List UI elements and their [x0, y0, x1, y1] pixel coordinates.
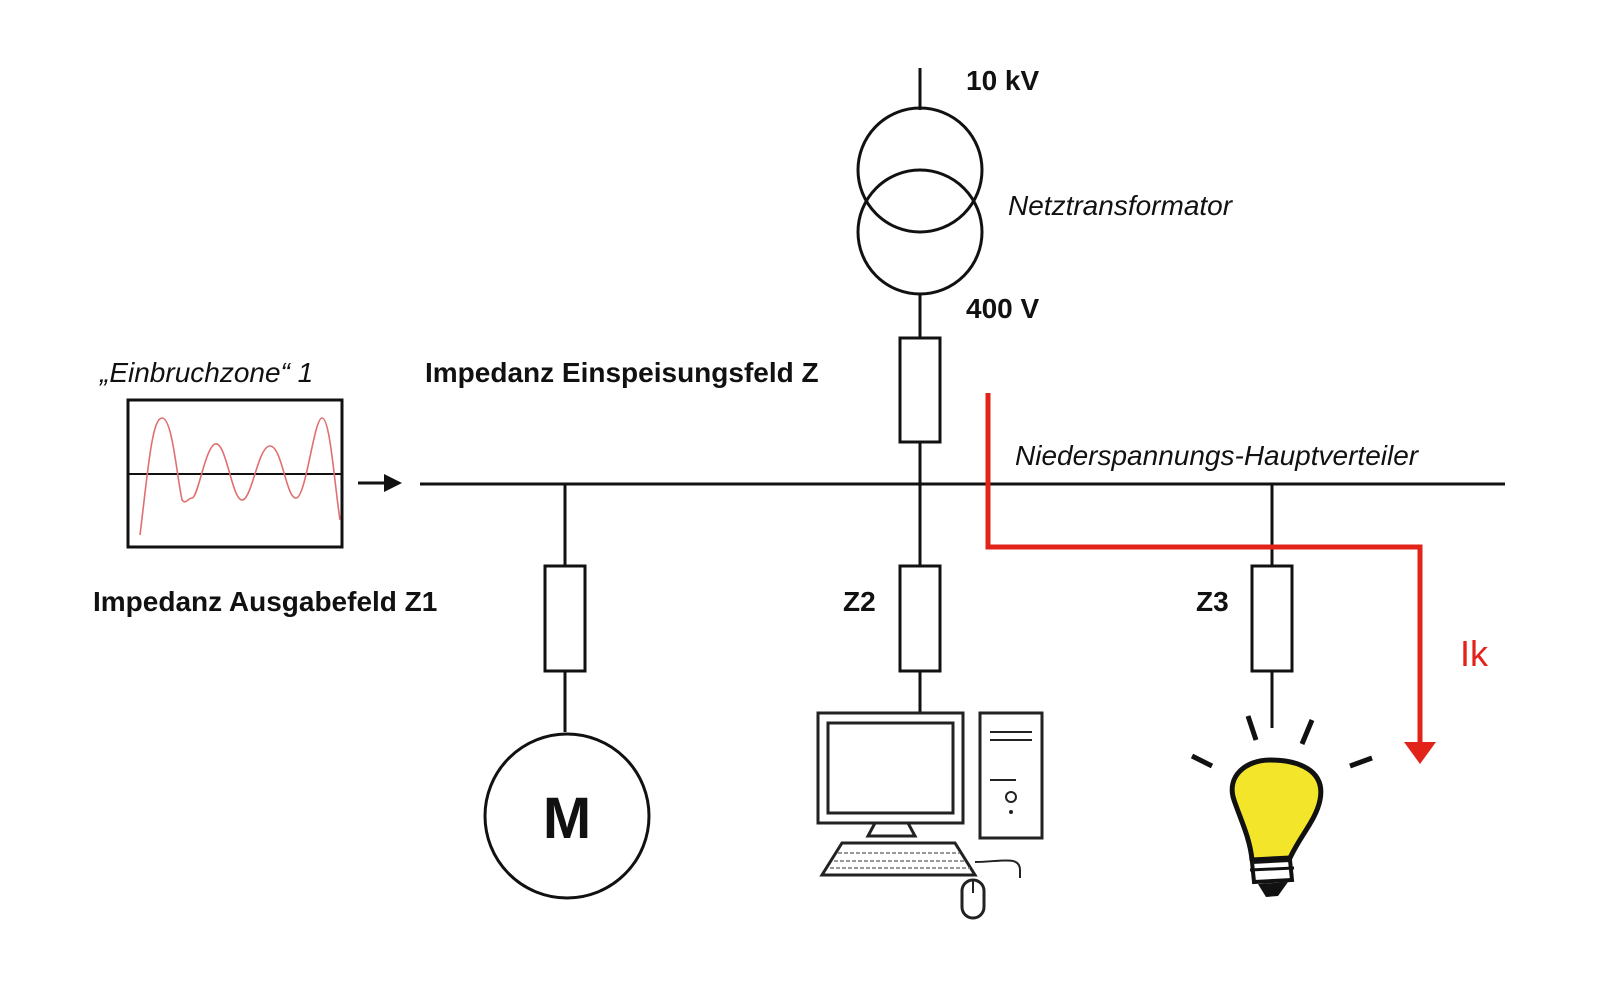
- motor-label: M: [543, 786, 591, 851]
- feed-impedance-box: [898, 336, 942, 444]
- fault-current-label: Ik: [1460, 633, 1489, 674]
- dip-zone-label: „Einbruchzone“ 1: [99, 357, 313, 388]
- motor-symbol-icon: M: [483, 732, 651, 900]
- output-impedance-label: Impedanz Ausgabefeld Z1: [93, 586, 437, 617]
- desktop-computer-icon: [816, 711, 1044, 920]
- z3-impedance-box: [1250, 564, 1294, 673]
- feed-impedance-label: Impedanz Einspeisungsfeld Z: [425, 357, 819, 388]
- output-impedance-box: [543, 564, 587, 673]
- fault-current-path: [985, 393, 1436, 764]
- arrow-right-icon: [358, 474, 402, 492]
- z2-label: Z2: [843, 586, 876, 617]
- z2-impedance-box: [898, 564, 942, 673]
- hv-voltage-label: 10 kV: [966, 65, 1039, 96]
- transformer-label: Netztransformator: [1008, 190, 1234, 221]
- light-bulb-icon: [1190, 715, 1373, 897]
- lv-voltage-label: 400 V: [966, 293, 1039, 324]
- busbar-label: Niederspannungs-Hauptverteiler: [1015, 440, 1420, 471]
- voltage-dip-waveform: [126, 398, 344, 549]
- transformer-symbol-icon: [856, 68, 984, 338]
- z3-label: Z3: [1196, 586, 1229, 617]
